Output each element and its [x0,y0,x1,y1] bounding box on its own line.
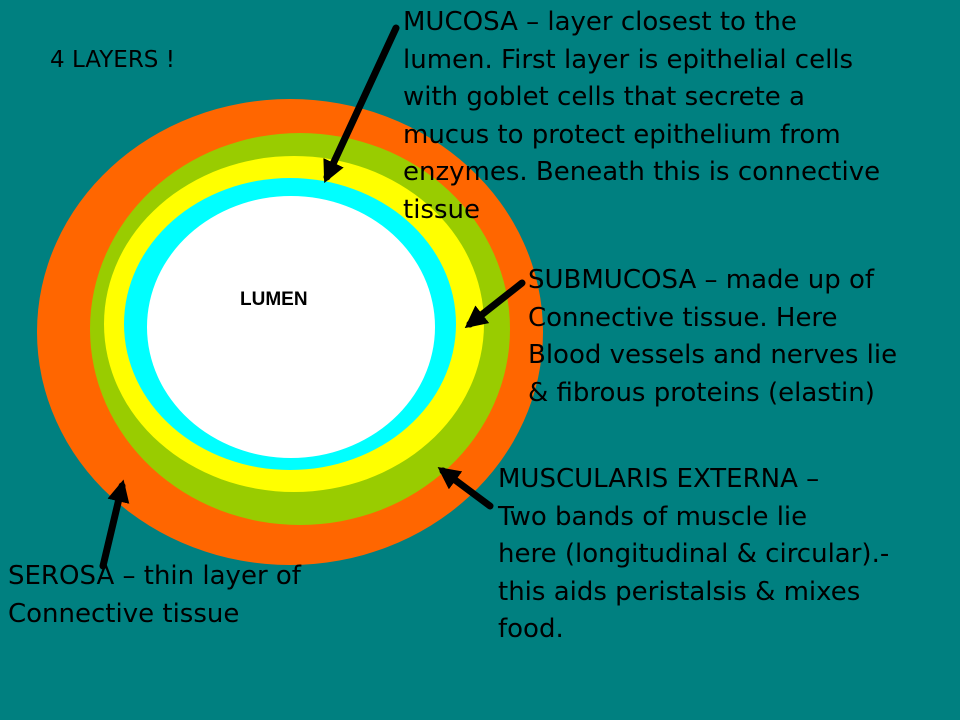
lumen [147,196,435,458]
pointer-arrows [99,24,526,570]
mucosa-arrow [323,24,400,184]
muscularis-externa-label: MUSCULARIS EXTERNA – Two bands of muscle… [498,461,889,649]
mucosa-label: MUCOSA – layer closest to the lumen. Fir… [403,4,880,229]
mucosa-label-line: lumen. First layer is epithelial cells [403,44,854,75]
muscularis-externa-label-line: here (longitudinal & circular).- [498,539,890,569]
submucosa-label-line: Blood vessels and nerves lie [528,340,898,370]
muscularis-externa-label-line: this aids peristalsis & mixes [498,576,861,607]
serosa-label: SEROSA – thin layer of Connective tissue [8,558,301,633]
muscularis-externa-arrow [437,466,494,510]
muscularis-externa-label-line: food. [498,614,564,644]
mucosa-label-line: enzymes. Beneath this is connective [403,157,881,187]
mucosa-label-line: tissue [403,194,480,225]
mucosa-label-line: MUCOSA – layer closest to the [403,7,797,37]
lumen-label: LUMEN [240,289,308,310]
muscularis-externa-label-line: Two bands of muscle lie [498,501,808,532]
submucosa-label-line: Connective tissue. Here [528,302,838,333]
submucosa-label-line: & fibrous proteins (elastin) [528,377,875,408]
submucosa-arrow [464,279,526,329]
muscularis-externa-label-line: MUSCULARIS EXTERNA – [498,464,820,494]
mucosa-label-line: mucus to protect epithelium from [403,119,841,150]
serosa-label-line: Connective tissue [8,598,240,629]
tissue-layer-rings [37,99,543,565]
submucosa-label: SUBMUCOSA – made up of Connective tissue… [528,262,897,412]
title: 4 LAYERS ! [50,47,175,73]
serosa-arrow [99,479,130,570]
mucosa-label-line: with goblet cells that secrete a [403,82,805,112]
serosa-label-line: SEROSA – thin layer of [8,561,301,591]
submucosa-label-line: SUBMUCOSA – made up of [528,265,875,295]
